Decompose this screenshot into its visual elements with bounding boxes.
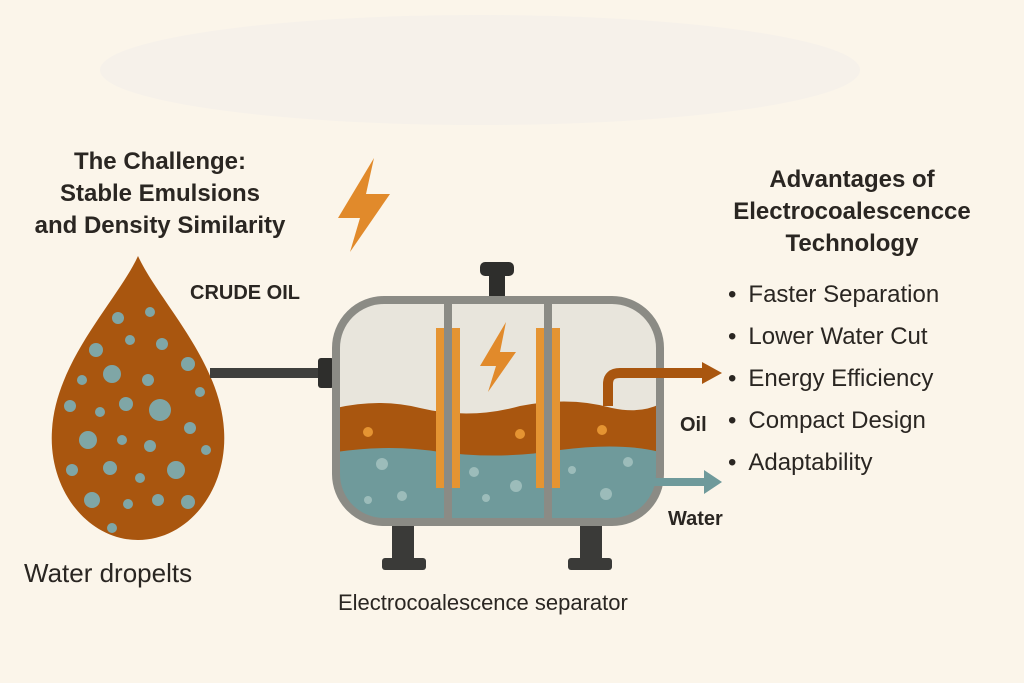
advantages-title-line: Advantages of — [769, 166, 935, 193]
advantage-item: Energy Efficiency — [728, 358, 939, 400]
advantage-item: Compact Design — [728, 400, 939, 442]
background-haze — [100, 15, 860, 125]
separator-vessel — [332, 296, 664, 526]
advantages-title-line: Technology — [785, 230, 919, 257]
electrode-right-inner — [552, 328, 560, 488]
vessel-partition-left — [444, 300, 452, 522]
separated-water-droplets — [364, 457, 633, 504]
challenge-title-line: The Challenge: — [73, 148, 247, 175]
lightning-bolt-icon — [338, 158, 390, 252]
top-nozzle — [489, 274, 505, 298]
oil-droplets — [363, 425, 607, 439]
water-droplets — [64, 307, 211, 533]
vessel-partition-right — [544, 300, 552, 522]
water-outlet-pipe — [652, 478, 706, 486]
advantage-item: Adaptability — [728, 442, 939, 484]
crude-oil-label: CRUDE OIL — [190, 282, 300, 304]
advantage-item: Lower Water Cut — [728, 316, 939, 358]
advantages-title: Advantages of Electrocoalescencce Techno… — [716, 164, 988, 260]
inlet-flange — [318, 358, 334, 388]
separator-label: Electrocoalescence separator — [338, 590, 628, 615]
oil-outlet-pipe — [603, 368, 704, 406]
top-nozzle-cap — [480, 262, 514, 276]
water-output-label: Water — [668, 508, 723, 530]
advantage-item: Faster Separation — [728, 274, 939, 316]
water-droplets-label: Water dropelts — [24, 558, 193, 588]
challenge-title-line: and Density Similarity — [34, 212, 286, 239]
electrode-right — [536, 328, 544, 488]
oil-outlet-arrow — [702, 362, 722, 384]
advantages-title-line: Electrocoalescencce — [733, 198, 971, 225]
support-legs — [382, 524, 612, 570]
water-layer — [336, 446, 660, 522]
electrode-left — [436, 328, 444, 488]
water-outlet-arrow — [704, 470, 722, 494]
electric-field-icon — [480, 322, 516, 392]
challenge-title: The Challenge: Stable Emulsions and Dens… — [10, 146, 310, 242]
electrode-left-inner — [452, 328, 460, 488]
oil-output-label: Oil — [680, 414, 707, 436]
challenge-title-line: Stable Emulsions — [59, 180, 261, 207]
inlet-pipe — [210, 368, 406, 378]
advantages-list: Faster Separation Lower Water Cut Energy… — [728, 274, 939, 484]
